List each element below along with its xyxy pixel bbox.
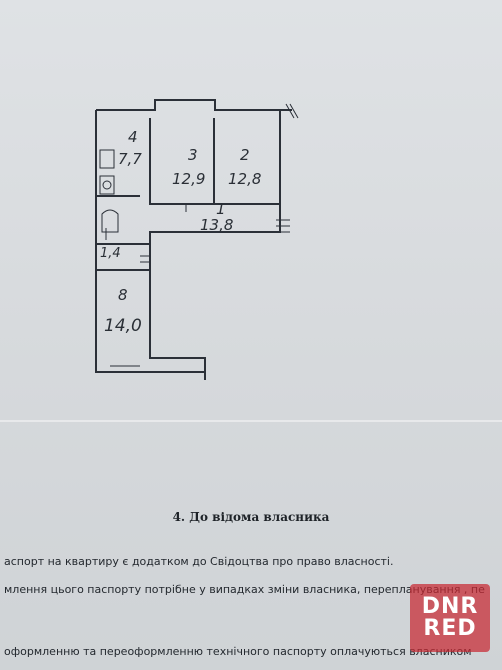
room-number-1: 1 (216, 200, 226, 218)
text-line-2: млення цього паспорту потрібне у випадка… (4, 583, 485, 596)
section-heading: 4. До відома власника (172, 510, 330, 524)
text-line-1: аспорт на квартиру є додатком до Свідоцт… (4, 555, 394, 568)
floor-plan (95, 99, 299, 380)
room-area-hall: 1,4 (100, 246, 121, 261)
room-number-8: 8 (118, 286, 128, 304)
room-number-3: 3 (188, 146, 198, 164)
room-area-3: 12,9 (172, 170, 206, 188)
room-area-1: 13,8 (200, 216, 234, 234)
paper-fold (0, 420, 502, 422)
watermark-line-2: RED (423, 616, 477, 641)
watermark-logo: DNR RED (410, 584, 490, 652)
watermark-line-1: DNR (421, 594, 479, 619)
room-number-4: 4 (128, 128, 138, 146)
room-area-4: 7,7 (118, 150, 142, 168)
room-number-2: 2 (240, 146, 250, 164)
room-area-8: 14,0 (104, 316, 142, 336)
room-area-2: 12,8 (228, 170, 262, 188)
text-line-3: оформленню та переоформленню технічного … (4, 645, 472, 658)
